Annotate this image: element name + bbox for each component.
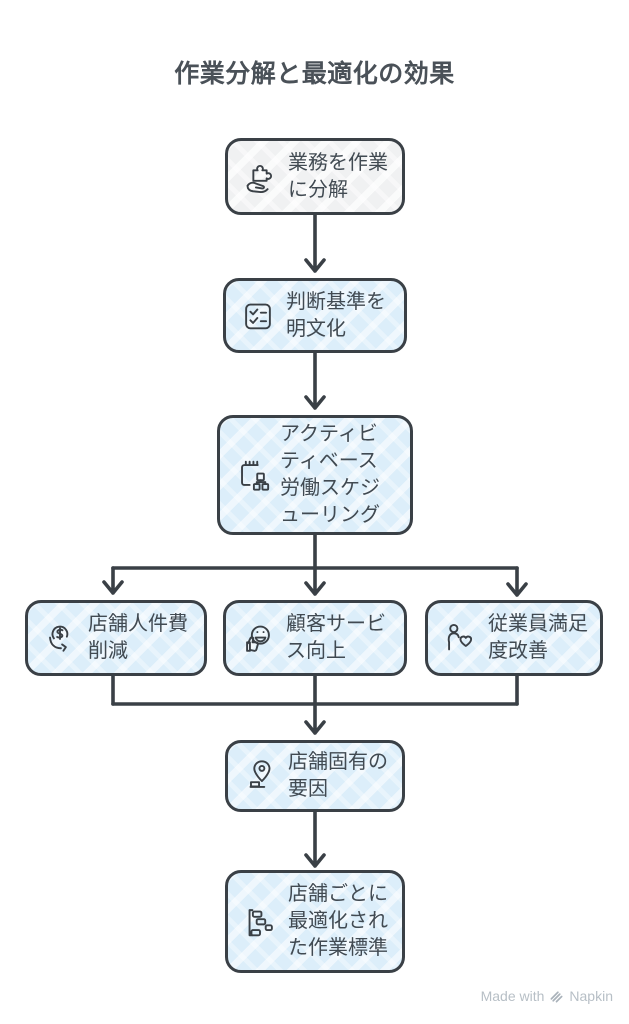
edge-factors-standards <box>304 810 326 868</box>
step-blocks-icon <box>241 903 279 941</box>
flow-node-criteria: 判断基準を明文化 <box>223 278 407 353</box>
flow-node-label: アクティビティベース労働スケジューリング <box>280 423 380 526</box>
made-with-text: Made with <box>480 988 545 1004</box>
edge-merge-store-factors <box>304 674 326 735</box>
flow-node-work-standards: 店舗ごとに最適化された作業標準 <box>225 870 405 973</box>
flow-node-employee-satisfaction: 従業員満足度改善 <box>425 600 603 676</box>
flow-node-label: 業務を作業に分解 <box>288 151 388 201</box>
flow-node-label: 店舗ごとに最適化された作業標準 <box>288 883 388 959</box>
page-title: 作業分解と最適化の効果 <box>174 60 455 88</box>
edge-abs-customer-service <box>304 566 326 596</box>
made-with-napkin-credit: Made with Napkin <box>481 988 613 1004</box>
thumbs-up-smiley-icon <box>239 619 277 657</box>
checklist-icon <box>239 297 277 335</box>
flow-node-customer-service: 顧客サービス向上 <box>223 600 407 676</box>
edge-abs-employee-satisfaction <box>506 566 528 597</box>
napkin-logo-icon <box>549 989 564 1004</box>
hand-puzzle-icon <box>241 158 279 196</box>
flow-node-label: 店舗固有の要因 <box>288 751 388 800</box>
edge-abs-labor-cost <box>102 566 124 595</box>
flow-node-label: 従業員満足度改善 <box>488 613 588 662</box>
flow-node-store-factors: 店舗固有の要因 <box>225 740 405 812</box>
flow-node-label: 判断基準を明文化 <box>286 290 386 340</box>
person-heart-icon <box>441 619 479 657</box>
map-pin-icon <box>241 757 279 795</box>
flow-node-label: 店舗人件費削減 <box>88 613 188 662</box>
flow-node-decompose: 業務を作業に分解 <box>225 138 405 215</box>
edge-abs-branch <box>111 533 519 570</box>
flow-node-labor-cost: 店舗人件費削減 <box>25 600 207 676</box>
edge-decompose-criteria <box>304 213 326 273</box>
schedule-board-icon <box>233 456 271 494</box>
flow-node-label: 顧客サービス向上 <box>286 613 386 662</box>
edge-criteria-abs <box>304 351 326 410</box>
dollar-decrease-icon <box>41 619 79 657</box>
flow-node-abs-scheduling: アクティビティベース労働スケジューリング <box>217 415 413 535</box>
brand-text: Napkin <box>569 988 613 1004</box>
